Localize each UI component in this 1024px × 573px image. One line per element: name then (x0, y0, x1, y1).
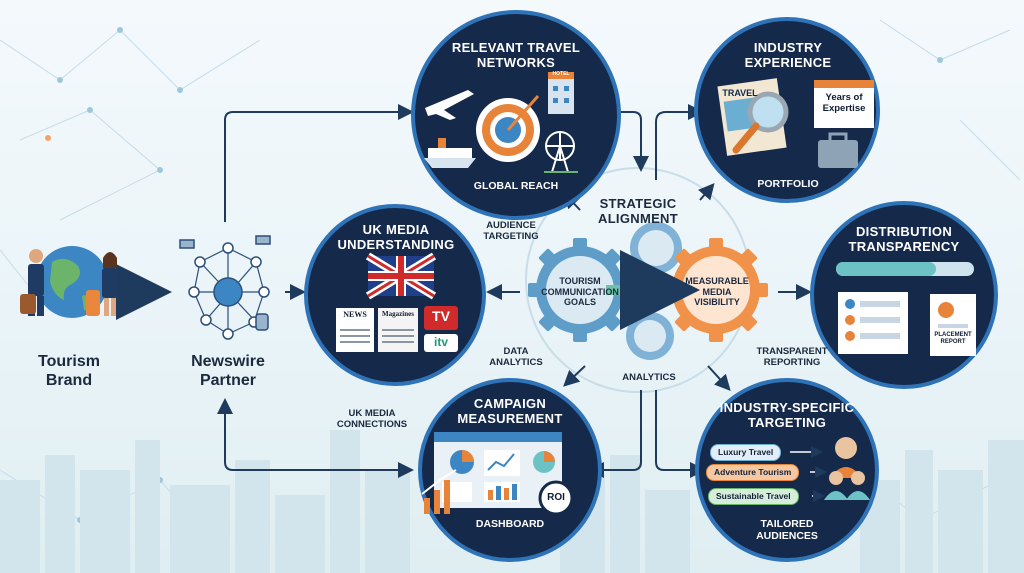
transparent-reporting-label: TRANSPARENT REPORTING (756, 346, 828, 368)
roi-badge-icon (538, 480, 574, 516)
newswire-network-nodes (179, 235, 271, 340)
gear-bottom-icon (626, 312, 674, 360)
uk-flag-icon (365, 252, 437, 300)
pill-adventure-tourism: Adventure Tourism (706, 464, 800, 481)
experience-footer: PORTFOLIO (757, 178, 819, 190)
cruise-ship-icon (424, 138, 476, 168)
pill-sustainable-travel: Sustainable Travel (708, 488, 799, 505)
audience-targeting-label: AUDIENCE TARGETING (483, 220, 539, 242)
gear-middle-icon (630, 222, 682, 274)
tv-icon (424, 306, 458, 352)
itv-label: itv (433, 335, 448, 349)
magnifying-glass-icon (732, 91, 789, 154)
targeting-footer: TAILORED AUDIENCES (756, 518, 818, 542)
data-analytics-label: DATA ANALYTICS (489, 346, 543, 368)
progress-bar-icon (836, 262, 974, 276)
networks-footer: GLOBAL REACH (473, 180, 559, 192)
calendar-icon (814, 80, 874, 128)
gear-left-icon (528, 238, 632, 342)
checklist-icon (838, 292, 908, 354)
magazines-label: Magazines (382, 310, 414, 318)
newspaper-icon (336, 308, 374, 352)
pill-luxury-travel: Luxury Travel (710, 444, 782, 461)
connector-arrows (217, 104, 812, 478)
placement-report-label: PLACEMENT REPORT (934, 332, 972, 345)
growth-chart-icon (421, 469, 457, 514)
years-of-expertise-label: Years of Expertise (822, 92, 866, 114)
media-visibility-label: MEASURABLE MEDIA VISIBILITY (685, 276, 749, 307)
briefcase-icon (818, 132, 858, 168)
city-skyline (0, 430, 1024, 573)
distribution-title: DISTRIBUTION TRANSPARENCY (848, 224, 960, 254)
targeting-title: INDUSTRY-SPECIFIC TARGETING (719, 400, 855, 430)
target-icon (476, 95, 540, 162)
uk-media-connections-label: UK MEDIA CONNECTIONS (336, 408, 408, 430)
news-label: NEWS (343, 310, 367, 319)
experience-title: INDUSTRY EXPERIENCE (744, 40, 832, 70)
networks-title: RELEVANT TRAVEL NETWORKS (451, 40, 581, 70)
magazines-icon (378, 308, 418, 352)
hotel-icon (548, 72, 574, 114)
newswire-partner-label: Newswire Partner (191, 353, 265, 389)
tourism-brand-label: Tourism Brand (38, 353, 100, 389)
dashboard-icon (434, 432, 562, 508)
audience-person-icon (824, 437, 870, 500)
uk-media-title: UK MEDIA UNDERSTANDING (337, 222, 455, 252)
pill-arrows (790, 446, 827, 502)
travel-magazine-label: TRAVEL (722, 88, 758, 98)
hotel-sign: HOTEL (552, 71, 570, 77)
analytics-label: ANALYTICS (622, 372, 676, 383)
placement-report-icon (930, 294, 976, 356)
tourism-brand-illustration (20, 246, 118, 318)
ferris-wheel-icon (544, 131, 578, 173)
airplane-icon (425, 90, 474, 120)
tv-label: TV (432, 308, 450, 324)
campaign-footer: DASHBOARD (475, 518, 545, 530)
campaign-title: CAMPAIGN MEASUREMENT (457, 396, 563, 426)
strategic-alignment-title: STRATEGIC ALIGNMENT (598, 196, 678, 226)
tourism-goals-label: TOURISM COMMUNICATION GOALS (541, 276, 619, 307)
roi-label: ROI (547, 492, 565, 503)
